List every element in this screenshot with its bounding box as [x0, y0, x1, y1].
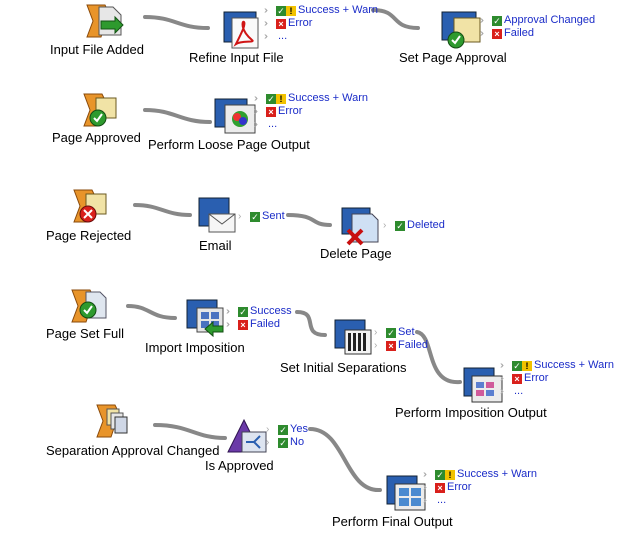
approval-stamp-icon [441, 11, 481, 49]
node-label: Refine Input File [189, 50, 284, 65]
output-error[interactable]: ›››×Error [254, 105, 303, 117]
node-label: Is Approved [205, 458, 274, 473]
node-label: Page Rejected [46, 228, 132, 243]
node-outputs: ›✓Yes ›✓No [266, 423, 308, 449]
node-outputs: ›✓Set ›×Failed [374, 326, 428, 352]
output-error[interactable]: ›››×Error [423, 481, 472, 493]
wire-refine-to-set-page-approval [371, 8, 420, 30]
output-success-warn[interactable]: ›››✓!Success + Warn [254, 92, 368, 104]
wire-page-rejected-to-email [133, 203, 192, 217]
envelope-icon [198, 197, 236, 233]
trigger-file-icon [86, 4, 124, 38]
output-error[interactable]: ›››×Error [500, 372, 549, 384]
node-label: Email [199, 238, 232, 253]
node-label: Separation Approval Changed [46, 443, 220, 458]
node-label: Perform Final Output [332, 514, 453, 529]
pdf-document-icon [223, 11, 259, 49]
output-success[interactable]: ›››✓Success [226, 305, 292, 317]
import-imposition-icon [186, 299, 224, 338]
separations-icon [334, 319, 372, 355]
node-outputs: ›››✓!Success + Warn ›››×Error ›››... [500, 359, 614, 398]
node-outputs: ›››✓!Success + Warn ›››×Error ›››... [254, 92, 368, 131]
output-success[interactable]: ›››✓Approval Changed [480, 14, 596, 26]
wire-page-set-full-to-import-imposition [126, 304, 177, 320]
node-label: Page Set Full [46, 326, 125, 341]
trigger-page-set-icon [71, 289, 107, 323]
output-more[interactable]: ›››... [264, 30, 288, 42]
node-label: Perform Loose Page Output [148, 137, 310, 152]
wire-page-approved-to-loose-output [143, 108, 212, 124]
node-label: Page Approved [52, 130, 141, 145]
node-outputs: ›✓Sent [238, 210, 285, 223]
decision-icon [227, 418, 267, 453]
wire-separation-approval-to-is-approved [153, 423, 227, 440]
wire-email-to-delete-page [286, 213, 332, 227]
node-label: Set Initial Separations [280, 360, 407, 375]
wire-is-approved-to-final-output [308, 427, 382, 493]
output-success-warn[interactable]: ›››✓!Success + Warn [264, 4, 378, 16]
node-outputs: ›››✓!Success + Warn ›››×Error ›››... [423, 468, 537, 507]
wire-input-file-added-to-refine-input-file [143, 15, 210, 30]
node-label: Import Imposition [145, 340, 245, 355]
trigger-separation-icon [96, 404, 128, 438]
color-output-icon [214, 98, 256, 134]
output-error[interactable]: ›×Failed [374, 339, 428, 351]
output-success-warn[interactable]: ›››✓!Success + Warn [500, 359, 614, 371]
node-outputs: ›››✓Success ›››×Failed [226, 305, 292, 331]
output-error[interactable]: ›››×Failed [480, 27, 534, 39]
node-label: Perform Imposition Output [395, 405, 547, 420]
output-error[interactable]: ›››×Error [264, 17, 313, 29]
output-error[interactable]: ›››×Failed [226, 318, 280, 330]
output-success[interactable]: ›✓Deleted [383, 219, 445, 231]
node-outputs: ›✓Deleted [383, 219, 445, 232]
output-yes[interactable]: ›✓Yes [266, 423, 308, 435]
output-more[interactable]: ›››... [500, 385, 524, 397]
output-no[interactable]: ›✓No [266, 436, 305, 448]
final-output-icon [386, 475, 426, 511]
output-success-warn[interactable]: ›››✓!Success + Warn [423, 468, 537, 480]
output-more[interactable]: ›››... [423, 494, 447, 506]
node-label: Input File Added [50, 42, 144, 57]
node-label: Delete Page [320, 246, 392, 261]
wire-separations-to-imposition-output [415, 330, 462, 385]
wire-import-to-set-initial-separations [295, 310, 327, 337]
output-success[interactable]: ›✓Set [374, 326, 415, 338]
trigger-approved-icon [83, 93, 117, 127]
node-outputs: ›››✓Approval Changed ›››×Failed [480, 14, 595, 40]
node-outputs: ›››✓!Success + Warn ›››×Error ›››... [264, 4, 378, 43]
imposition-output-icon [463, 367, 503, 403]
trigger-rejected-icon [73, 189, 107, 223]
delete-page-icon [341, 207, 379, 246]
output-more[interactable]: ›››... [254, 118, 278, 130]
node-label: Set Page Approval [399, 50, 507, 65]
output-success[interactable]: ›✓Sent [238, 210, 285, 222]
